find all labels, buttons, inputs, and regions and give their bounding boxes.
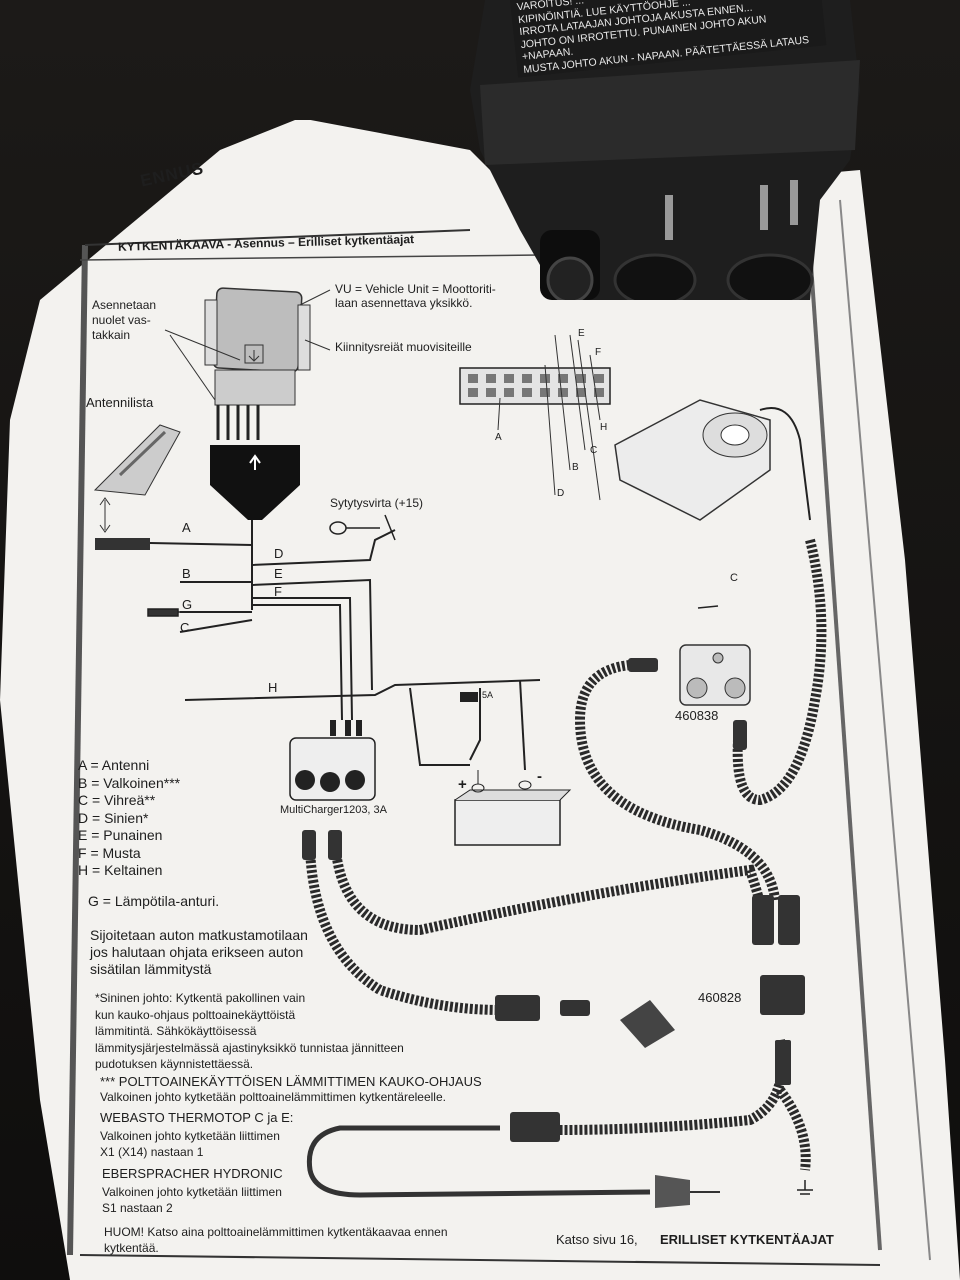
arrows-note: Asennetaan nuolet vas- takkain: [92, 298, 157, 342]
ignition-label: Sytytysvirta (+15): [330, 496, 424, 510]
legend-item: H = Keltainen: [78, 862, 163, 878]
legend-item: C = Vihreä**: [78, 792, 156, 808]
part-460838-label: 460838: [675, 708, 719, 723]
coiled-cables: [305, 538, 827, 1171]
legend-item: F = Musta: [78, 844, 141, 861]
battery-plus: +: [458, 776, 467, 793]
wire-letter-f: F: [274, 584, 282, 599]
wire-letter-h: H: [268, 680, 278, 695]
pin-letter-c-right: C: [730, 572, 738, 584]
webasto-title: WEBASTO THERMOTOP C ja E:: [100, 1110, 294, 1125]
mounting-holes-label: Kiinnitysreiät muovisiteille: [335, 340, 472, 354]
harness-connector: [459, 334, 611, 501]
wire-letter-g: G: [182, 597, 193, 612]
wiring-harness: [149, 520, 541, 771]
webasto-text: Valkoinen johto kytketään liittimen X1 (…: [100, 1129, 280, 1159]
wire-legend: A = Antenni B = Valkoinen*** C = Vihreä*…: [78, 757, 180, 880]
see-page-title: ERILLISET KYTKENTÄAJAT: [660, 1232, 834, 1247]
pin-letter-h: H: [600, 422, 608, 433]
vehicle-unit: [204, 287, 311, 520]
part-460828-label: 460828: [698, 990, 742, 1005]
battery-minus: -: [537, 768, 542, 785]
fuse-label: 5A: [482, 690, 494, 700]
remote-title: *** POLTTOAINEKÄYTTÖISEN LÄMMITTIMEN KAU…: [100, 1074, 482, 1089]
antenna-strip: [93, 424, 181, 550]
eberspracher-title: EBERSPRACHER HYDRONIC: [102, 1166, 283, 1181]
wire-letter-c: C: [180, 620, 190, 635]
legend-item: E = Punainen: [78, 827, 163, 843]
legend-item: D = Sinien*: [78, 809, 149, 826]
placement-note: Sijoitetaan auton matkustamotilaan jos h…: [90, 927, 308, 977]
ignition-switch: [329, 514, 396, 541]
remote-text: Valkoinen johto kytketään polttoainelämm…: [100, 1090, 446, 1104]
wire-letter-b: B: [182, 566, 191, 581]
remote-display-unit: [614, 399, 811, 521]
wire-letter-e: E: [274, 566, 283, 581]
wire-letter-a: A: [182, 520, 191, 535]
pin-letter-b: B: [572, 462, 579, 473]
wire-letter-d: D: [274, 546, 284, 561]
antenna-strip-label: Antennilista: [86, 395, 154, 410]
see-page-text: Katso sivu 16,: [556, 1232, 638, 1247]
pin-letter-c: C: [590, 445, 598, 456]
legend-item: B = Valkoinen***: [78, 774, 181, 791]
instruction-sheet: [0, 120, 960, 1280]
pin-letter-e: E: [578, 328, 585, 339]
car-battery: [454, 770, 572, 846]
huom-note: HUOM! Katso aina polttoainelämmittimen k…: [104, 1225, 448, 1255]
charger-device: [470, 0, 860, 300]
multicharger-unit: [289, 720, 376, 801]
pin-letter-f: F: [595, 347, 602, 358]
legend-item: A = Antenni: [78, 757, 150, 773]
blue-wire-note: *Sininen johto: Kytkentä pakollinen vain…: [95, 991, 404, 1071]
multicharger-label: MultiCharger1203, 3A: [280, 804, 388, 816]
pin-letter-a: A: [495, 432, 502, 443]
vu-definition: VU = Vehicle Unit = Moottoriti- laan ase…: [335, 282, 496, 310]
pin-letter-d: D: [557, 488, 565, 499]
eberspracher-text: Valkoinen johto kytketään liittimen S1 n…: [102, 1185, 282, 1215]
legend-g: G = Lämpötila-anturi.: [88, 893, 220, 909]
adapter-460838: [679, 644, 751, 706]
